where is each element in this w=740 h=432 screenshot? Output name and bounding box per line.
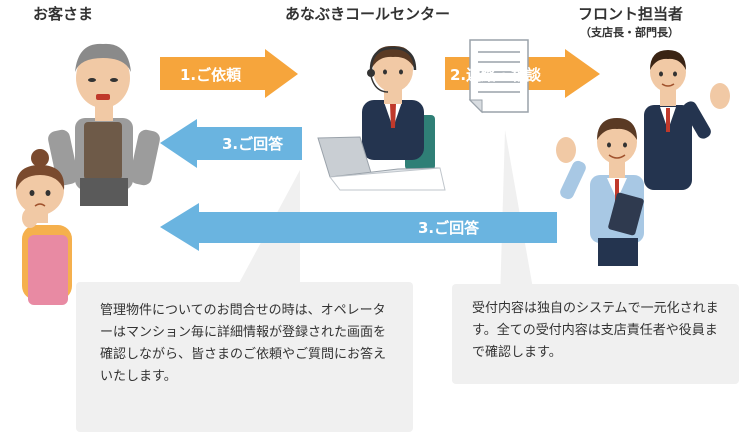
- contact-arrow-label: 2.連絡・相談: [450, 66, 542, 84]
- answer-arrow-lower: [160, 203, 557, 251]
- answer-arrow-upper-label: 3.ご回答: [222, 135, 284, 153]
- laptop-icon: [317, 136, 446, 191]
- answer-arrow-lower-label: 3.ご回答: [418, 219, 480, 237]
- operator-info-bubble: 管理物件についてのお問合せの時は、オペレーターはマンション毎に詳細情報が登録され…: [76, 282, 413, 432]
- answer-arrow-upper: [160, 119, 302, 168]
- document-icon: [468, 39, 529, 114]
- woman-icon: [15, 149, 72, 305]
- front-staff-subheader: （支店長・部門長）: [580, 26, 679, 39]
- front-staff-icon: [556, 118, 644, 266]
- front-staff-header: フロント担当者: [578, 5, 684, 23]
- request-arrow: [160, 49, 298, 98]
- customer-header: お客さま: [33, 5, 94, 23]
- elderly-man-icon: [48, 43, 160, 206]
- system-info-bubble: 受付内容は独自のシステムで一元化されます。全ての受付内容は支店責任者や役員まで確…: [452, 284, 739, 384]
- call-center-header: あなぶきコールセンター: [285, 5, 451, 23]
- operator-icon: [362, 45, 435, 170]
- request-arrow-label: 1.ご依頼: [180, 66, 242, 84]
- manager-icon: [644, 50, 730, 190]
